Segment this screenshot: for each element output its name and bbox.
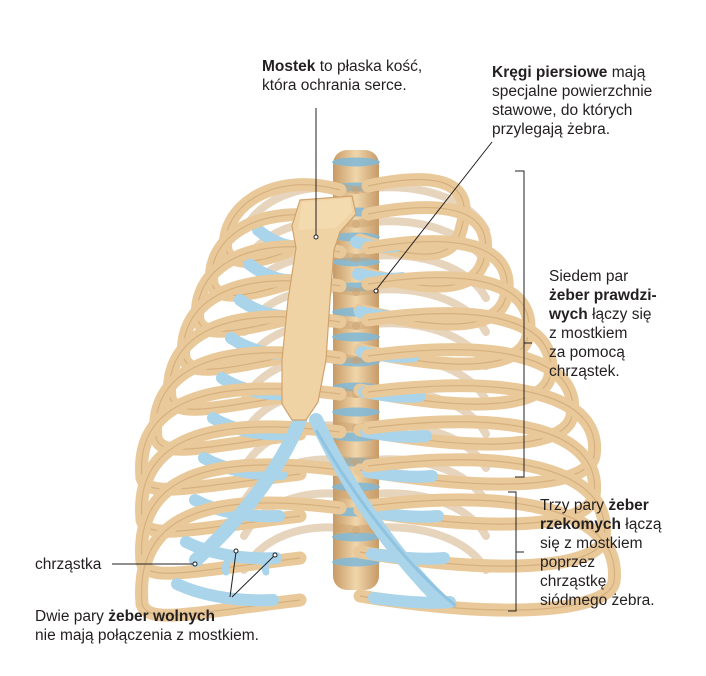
- label-true-ribs-line3: łączy się: [587, 306, 652, 323]
- bracket-false-ribs: [508, 491, 517, 612]
- label-false-ribs-line2: łączą: [620, 516, 662, 533]
- label-false-ribs-line5: chrząstkę: [540, 573, 607, 590]
- label-true-ribs-line4: z mostkiem: [549, 325, 628, 342]
- costal-cartilage-left: [189, 413, 307, 567]
- left-rib-outline: [140, 388, 341, 490]
- label-sternum-bold: Mostek: [262, 58, 316, 75]
- label-cartilage-text: chrząstka: [35, 556, 102, 573]
- spine-disc: [332, 157, 380, 167]
- right-rib-cartilage: [364, 506, 444, 523]
- leader-floating-1: [229, 551, 237, 598]
- label-false-ribs-bold1: żeber: [608, 497, 649, 514]
- right-rib-cartilage: [366, 548, 450, 565]
- label-floating-ribs: Dwie pary żeber wolnych nie mają połącze…: [35, 607, 259, 645]
- label-floating-ribs-line2: nie mają połączenia z mostkiem.: [35, 627, 259, 644]
- label-vertebrae-line1: mają: [607, 64, 646, 81]
- costal-cartilage-right-edge: [314, 429, 457, 608]
- leader-sternum-dot: [313, 234, 319, 240]
- label-false-ribs-line3: się z mostkiem: [540, 535, 643, 552]
- leader-floating-1-dot: [233, 548, 239, 554]
- right-rib-outline: [359, 499, 616, 611]
- label-vertebrae-line4: przylegają żebra.: [492, 121, 611, 138]
- back-rib-right: [352, 251, 490, 302]
- label-true-ribs-line1: Siedem par: [549, 268, 629, 285]
- sternum-manubrium: [298, 198, 352, 230]
- spine-disc: [332, 257, 380, 267]
- leader-vertebrae-dot: [373, 288, 379, 294]
- label-true-ribs-bold2: wych: [549, 306, 588, 323]
- floating-rib-left-tip: [222, 552, 236, 576]
- spine-disc: [332, 332, 380, 342]
- bracket-true-ribs: [515, 170, 525, 478]
- label-false-ribs: Trzy pary żeber rzekomych łączą się z mo…: [540, 496, 661, 610]
- right-ribs: [350, 173, 621, 617]
- label-false-ribs-line4: poprzez: [540, 554, 596, 571]
- label-vertebrae-line3: stawowe, do których: [492, 102, 633, 119]
- label-true-ribs: Siedem par żeber prawdzi- wych łączy się…: [549, 267, 657, 381]
- label-false-ribs-bold2: rzekomych: [540, 516, 621, 533]
- label-cartilage: chrząstka: [35, 555, 101, 574]
- label-sternum: Mostek to płaska kość, która ochrania se…: [262, 57, 422, 95]
- costal-cartilage: [189, 413, 457, 608]
- left-rib-outline: [140, 502, 341, 616]
- label-sternum-line1: to płaska kość,: [315, 58, 423, 75]
- label-vertebrae-line2: specjalne powierzchnie: [492, 83, 653, 100]
- label-true-ribs-bold1: żeber prawdzi-: [549, 287, 657, 304]
- sternum: [281, 195, 357, 421]
- label-floating-ribs-line1: Dwie pary: [35, 608, 109, 625]
- label-floating-ribs-bold: żeber wolnych: [108, 608, 216, 625]
- right-rib-outline: [359, 178, 465, 255]
- spine-disc: [332, 532, 380, 542]
- right-rib-cartilage: [362, 466, 438, 483]
- floating-ribs: [222, 552, 274, 576]
- leader-cartilage-dot: [192, 561, 198, 567]
- left-rib-outline: [140, 426, 341, 532]
- leader-floating-2: [231, 555, 275, 598]
- floating-rib-right-tip: [261, 552, 274, 576]
- spine-disc: [332, 407, 380, 417]
- right-rib-outline: [359, 385, 596, 485]
- left-rib-outline: [140, 464, 341, 574]
- label-sternum-line2: która ochrania serce.: [262, 77, 407, 94]
- label-false-ribs-line1: Trzy pary: [540, 497, 609, 514]
- leader-floating-2-dot: [272, 552, 278, 558]
- label-vertebrae: Kręgi piersiowe mają specjalne powierzch…: [492, 63, 652, 139]
- label-false-ribs-line6: siódmego żebra.: [540, 592, 655, 609]
- label-true-ribs-line5: za pomocą: [549, 344, 625, 361]
- leader-vertebrae: [375, 141, 493, 291]
- leader-lines: [112, 108, 532, 612]
- label-true-ribs-line6: chrząstek.: [549, 363, 620, 380]
- left-rib-cartilage: [171, 578, 279, 607]
- label-vertebrae-bold: Kręgi piersiowe: [492, 64, 608, 81]
- left-rib-cartilage: [189, 494, 285, 523]
